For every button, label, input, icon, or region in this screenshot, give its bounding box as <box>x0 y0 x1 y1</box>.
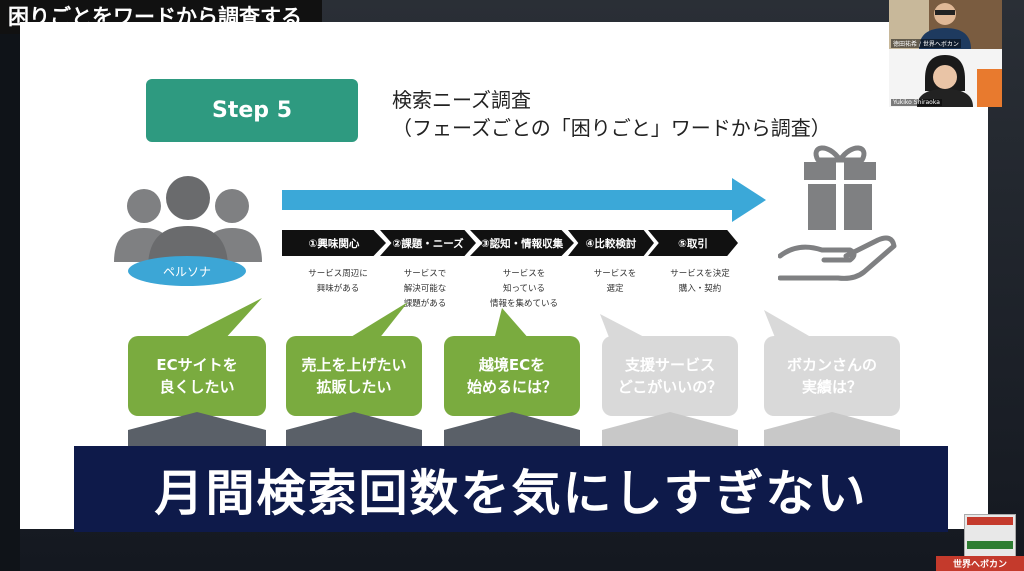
phase-desc-line: サービスを決定 <box>670 269 730 279</box>
bubble-line: 支援サービス <box>624 356 715 374</box>
bubble-line: 実績は？ <box>801 378 862 396</box>
phase-issue-needs: ②課題・ニーズ <box>380 230 476 256</box>
phase-comparison: ④比較検討 <box>568 230 654 256</box>
bubble-line: 売上を上げたい <box>301 356 407 374</box>
heading-line-2: （フェーズごとの「困りごと」ワードから調査） <box>392 116 831 140</box>
phase-desc-2: サービスで 解決可能な 課題がある <box>388 267 462 312</box>
heading-line-1: 検索ニーズ調査 <box>392 88 531 112</box>
phase-desc-4: サービスを 選定 <box>580 267 650 297</box>
bubble-line: 拡販したい <box>316 378 392 396</box>
participant-video-1: 徳田祐希 / 世界へボカン <box>889 0 1002 49</box>
bubble-line: ボカンさんの <box>786 356 877 374</box>
bubble-line: 良くしたい <box>159 378 235 396</box>
bubble-line: ECサイトを <box>156 356 238 374</box>
persona-label: ペルソナ <box>128 256 246 286</box>
phase-desc-line: 課題がある <box>403 299 447 309</box>
bubble-track-record: ボカンさんの 実績は？ <box>764 336 900 416</box>
phase-desc-line: 情報を集めている <box>489 299 558 309</box>
persona-group-icon <box>114 176 262 268</box>
phase-transaction: ⑤取引 <box>648 230 738 256</box>
avatar <box>889 49 1002 107</box>
logo-stripe <box>967 541 1013 549</box>
flow-arrow-icon <box>282 178 766 222</box>
phase-desc-line: サービス周辺に <box>308 269 368 279</box>
participant-video-2: Yukiko Shiraoka <box>889 49 1002 107</box>
bubble-tails <box>180 298 816 340</box>
channel-name: 世界へボカン <box>936 556 1024 571</box>
phase-desc-1: サービス周辺に 興味がある <box>298 267 378 297</box>
participant-name: Yukiko Shiraoka <box>891 99 942 106</box>
bubble-ec-site: ECサイトを 良くしたい <box>128 336 266 416</box>
phase-desc-line: 興味がある <box>316 284 360 294</box>
bubble-line: 始めるには？ <box>466 378 557 396</box>
logo-stripe <box>967 517 1013 525</box>
phase-interest: ①興味関心 <box>282 230 386 256</box>
channel-logo <box>964 514 1016 560</box>
step-label: Step 5 <box>146 79 358 142</box>
bubble-support-service: 支援サービス どこがいいの？ <box>602 336 738 416</box>
phase-desc-line: 解決可能な <box>403 284 447 294</box>
phase-desc-line: 選定 <box>606 284 624 294</box>
bubble-crossborder: 越境ECを 始めるには？ <box>444 336 580 416</box>
slide-heading: 検索ニーズ調査 （フェーズごとの「困りごと」ワードから調査） <box>392 86 831 142</box>
phase-desc-line: サービスを <box>593 269 637 279</box>
subtitle-caption: 月間検索回数を気にしすぎない <box>74 446 948 532</box>
phase-desc-5: サービスを決定 購入・契約 <box>660 267 740 297</box>
bubble-line: 越境ECを <box>478 356 546 374</box>
phase-awareness: ③認知・情報収集 <box>470 230 574 256</box>
bubble-sales: 売上を上げたい 拡販したい <box>286 336 422 416</box>
phase-desc-line: 知っている <box>502 284 546 294</box>
background-building <box>0 0 20 571</box>
phase-desc-line: 購入・契約 <box>678 284 722 294</box>
phase-desc-3: サービスを 知っている 情報を集めている <box>482 267 566 312</box>
phase-bar: ①興味関心 ②課題・ニーズ ③認知・情報収集 ④比較検討 ⑤取引 <box>282 230 738 256</box>
participant-name: 徳田祐希 / 世界へボカン <box>891 39 961 48</box>
phase-desc-line: サービスで <box>403 269 447 279</box>
bubble-line: どこがいいの？ <box>617 378 723 396</box>
gift-hand-icon <box>778 145 897 281</box>
phase-desc-line: サービスを <box>502 269 546 279</box>
